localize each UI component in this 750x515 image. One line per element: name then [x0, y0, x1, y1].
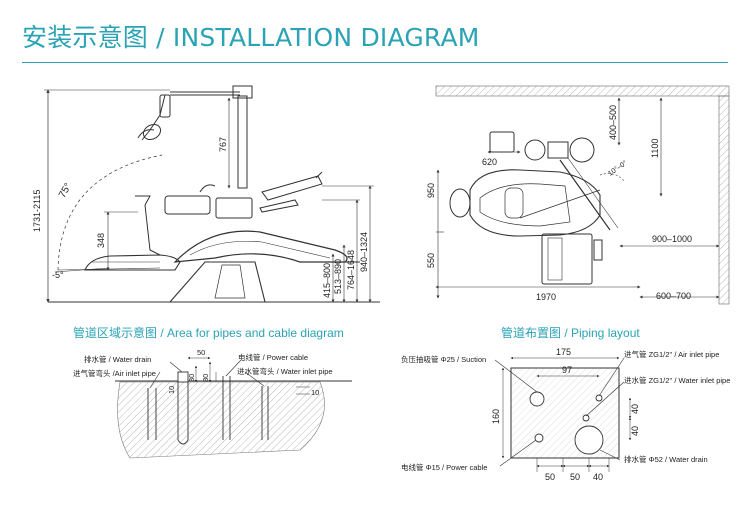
chair-dimension-labels: 1731-2115 75° -5° 348 767 415–800 513–89…	[32, 137, 369, 298]
piping-layout-title: 管道布置图 / Piping layout	[501, 326, 640, 340]
pipes-area-labels: 排水管 / Water drain 进气管弯头 /Air inlet pipe …	[73, 348, 333, 397]
dim-angle-upper: 75°	[57, 181, 74, 200]
plan-dimension-labels: 400–500 1100 620 950 550 900–1000 1970 6…	[426, 105, 692, 302]
label-water-drain: 排水管 / Water drain	[84, 354, 151, 364]
dim-620: 620	[482, 157, 497, 167]
label-water-inlet: 进水管弯头 / Water inlet pipe	[237, 366, 333, 376]
plan-view	[435, 85, 730, 305]
dim-950: 950	[426, 183, 436, 198]
label-air-inlet: 进气管弯头 /Air inlet pipe	[73, 368, 156, 378]
dim-angle: 10°–0°	[607, 159, 629, 178]
label-power-cable: 电线管 / Power cable	[238, 352, 308, 362]
title-divider	[22, 62, 728, 63]
label-water-inlet-pipe: 进水管 ZG1/2'' / Water inlet pipe	[624, 375, 730, 385]
dim-1100: 1100	[650, 139, 660, 158]
dim-160: 160	[491, 409, 501, 424]
dim-10b: 10	[311, 388, 319, 397]
dim-513-890: 513–890	[333, 259, 343, 294]
dim-415-800: 415–800	[322, 263, 332, 298]
dim-angle-lower: -5°	[52, 270, 64, 280]
dim-80: 80	[201, 374, 210, 382]
label-power-cable-pipe: 电线管 Φ15 / Power cable	[401, 462, 487, 472]
dim-40a: 40	[630, 404, 640, 414]
label-air-inlet-pipe: 进气管 ZG1/2'' / Air inlet pipe	[624, 349, 719, 359]
label-suction: 负压抽吸管 Φ25 / Suction	[401, 354, 486, 364]
dim-600-700: 600–700	[656, 291, 691, 301]
dim-1970: 1970	[536, 292, 556, 302]
dim-50a: 50	[545, 472, 555, 482]
pipes-area-title: 管道区域示意图 / Area for pipes and cable diagr…	[73, 326, 344, 340]
dim-30: 30	[187, 374, 196, 382]
dim-50: 50	[197, 348, 205, 357]
dim-764-1648: 764–1648	[346, 250, 356, 290]
dim-348: 348	[96, 233, 106, 248]
dim-767: 767	[218, 137, 228, 152]
dim-550: 550	[426, 253, 436, 268]
dim-40b: 40	[630, 426, 640, 436]
dim-40c: 40	[593, 472, 603, 482]
dim-height-range: 1731-2115	[32, 190, 42, 232]
chair-side-view	[44, 85, 380, 303]
piping-layout-labels: 负压抽吸管 Φ25 / Suction 进气管 ZG1/2'' / Air in…	[401, 347, 730, 482]
dim-940-1324: 940–1324	[359, 232, 369, 272]
dim-400-500: 400–500	[608, 105, 618, 140]
label-water-drain-pipe: 排水管 Φ52 / Water drain	[624, 454, 708, 464]
piping-layout-view	[494, 356, 632, 472]
dim-900-1000: 900–1000	[652, 234, 692, 244]
dim-50b: 50	[570, 472, 580, 482]
dim-175: 175	[556, 347, 571, 357]
dim-97: 97	[562, 365, 572, 375]
pipes-area-view	[115, 356, 352, 459]
page-title: 安装示意图 / INSTALLATION DIAGRAM	[22, 23, 480, 52]
dim-10a: 10	[167, 386, 176, 394]
